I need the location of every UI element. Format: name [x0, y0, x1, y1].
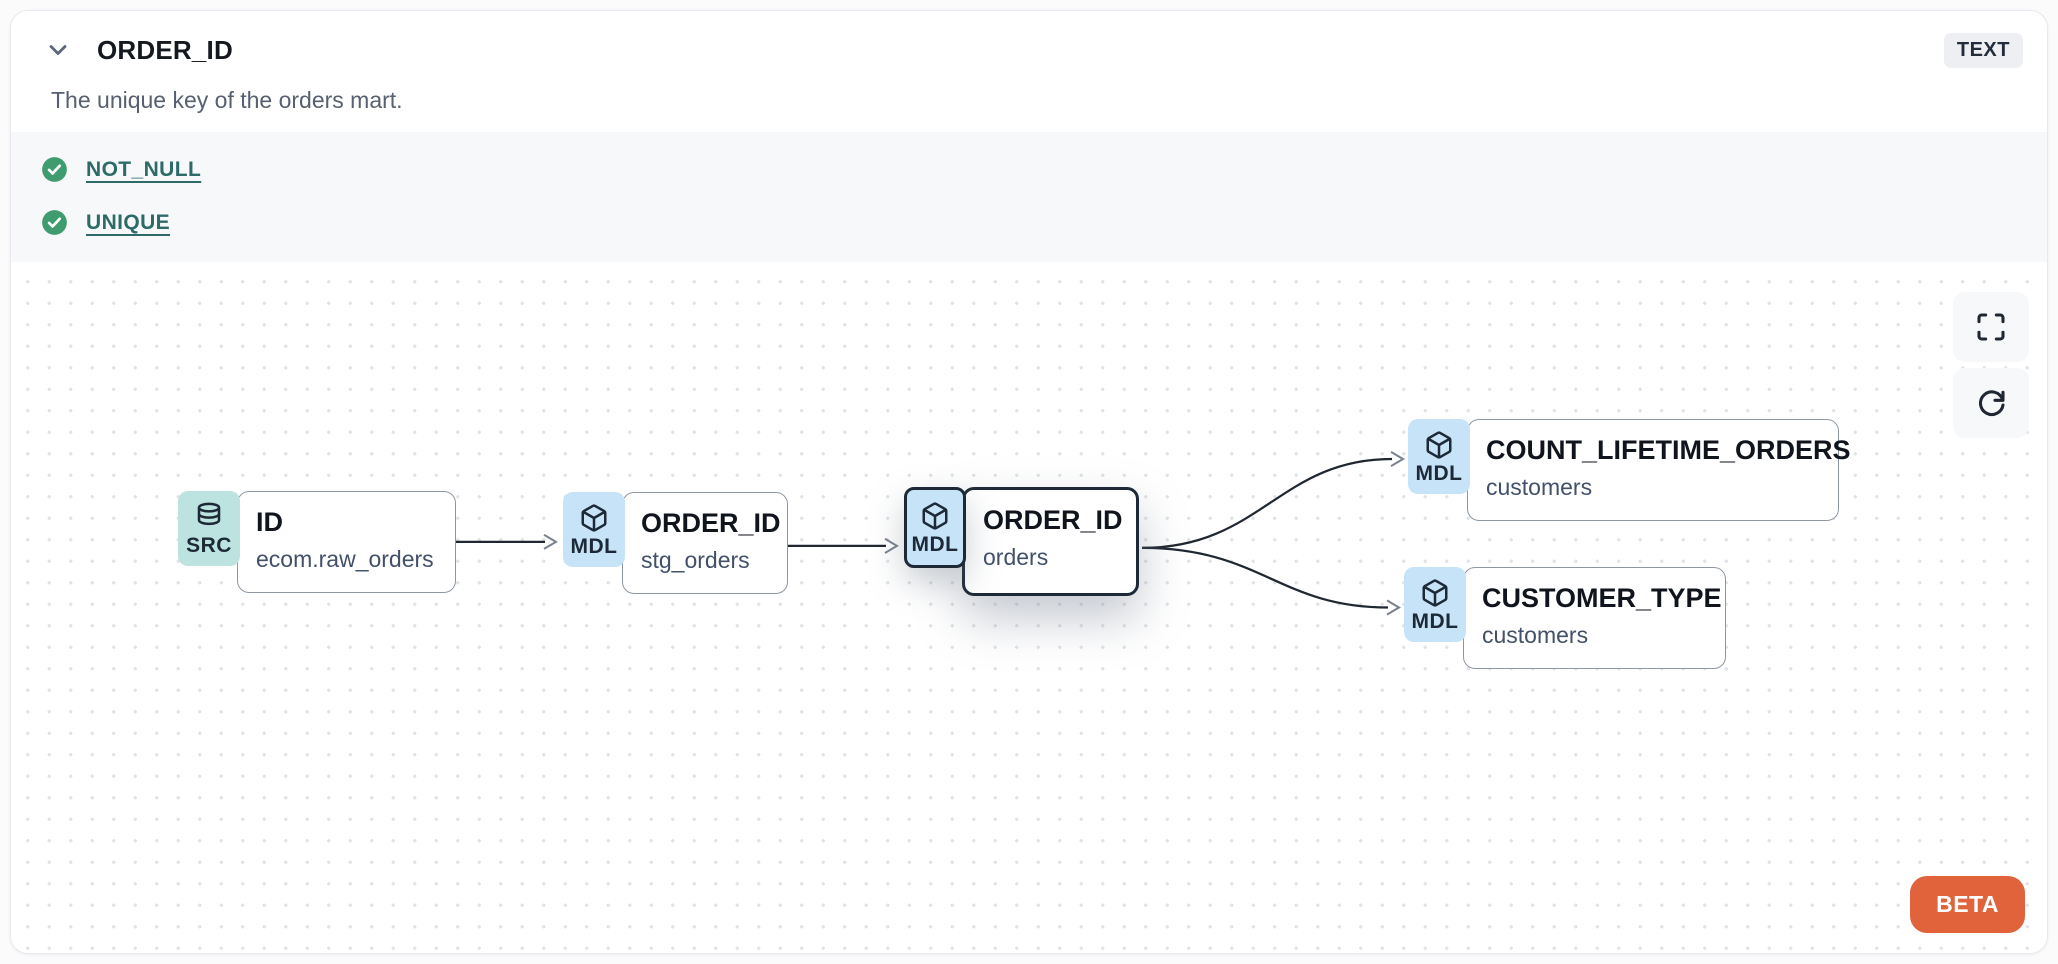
test-link-not-null[interactable]: NOT_NULL: [86, 157, 202, 181]
collapse-chevron-button[interactable]: [41, 33, 75, 67]
node-kind-label: MDL: [570, 534, 618, 558]
arrowhead: [1390, 451, 1405, 467]
test-row: NOT_NULL: [41, 156, 2047, 183]
node-subtitle: stg_orders: [641, 547, 750, 573]
lineage-node-count-lifetime-orders[interactable]: MDL COUNT_LIFETIME_ORDERS customers: [1408, 419, 1851, 521]
arrowhead: [884, 537, 899, 554]
fullscreen-button[interactable]: [1953, 292, 2029, 362]
node-card: CUSTOMER_TYPE customers: [1463, 567, 1726, 669]
node-kind-badge: MDL: [1404, 567, 1466, 642]
cube-icon: [1420, 578, 1450, 608]
column-description: The unique key of the orders mart.: [51, 87, 403, 113]
node-title: COUNT_LIFETIME_ORDERS: [1486, 435, 1851, 465]
node-card: ORDER_ID stg_orders: [622, 492, 788, 594]
lineage-node-id-raw-orders[interactable]: SRC ID ecom.raw_orders: [178, 491, 456, 593]
database-icon: [194, 502, 224, 532]
edge: [1141, 457, 1393, 550]
lineage-node-customer-type[interactable]: MDL CUSTOMER_TYPE customers: [1404, 567, 1726, 669]
node-kind-label: SRC: [186, 533, 232, 557]
node-kind-label: MDL: [1415, 461, 1463, 485]
check-circle-icon: [41, 209, 68, 236]
node-title: ORDER_ID: [641, 508, 781, 538]
tests-section: NOT_NULL UNIQUE: [11, 132, 2047, 262]
test-row: UNIQUE: [41, 209, 2047, 236]
test-link-unique[interactable]: UNIQUE: [86, 210, 171, 234]
lineage-node-order-id-orders[interactable]: MDL ORDER_ID orders: [904, 487, 1139, 596]
arrowhead: [1386, 599, 1401, 616]
column-details-panel: ORDER_ID TEXT The unique key of the orde…: [10, 10, 2048, 954]
node-kind-badge: MDL: [1408, 419, 1470, 494]
cube-icon: [579, 503, 609, 533]
refresh-button[interactable]: [1953, 368, 2029, 438]
node-title: ID: [256, 507, 283, 537]
node-subtitle: orders: [983, 544, 1049, 570]
cube-icon: [1424, 430, 1454, 460]
node-kind-label: MDL: [911, 532, 959, 556]
node-card: COUNT_LIFETIME_ORDERS customers: [1467, 419, 1851, 521]
fullscreen-icon: [1975, 311, 2007, 343]
chevron-down-icon: [44, 36, 72, 64]
column-type-badge: TEXT: [1943, 33, 2023, 68]
node-subtitle: customers: [1486, 474, 1593, 500]
node-kind-label: MDL: [1411, 609, 1459, 633]
check-circle-icon: [41, 156, 68, 183]
node-kind-badge: SRC: [178, 491, 240, 566]
node-kind-badge: MDL: [563, 492, 625, 567]
node-card: ID ecom.raw_orders: [237, 491, 456, 593]
node-subtitle: customers: [1482, 622, 1589, 648]
cube-icon: [920, 501, 950, 531]
node-card: ORDER_ID orders: [962, 487, 1139, 596]
column-title: ORDER_ID: [97, 34, 233, 65]
lineage-edges: [454, 451, 1405, 616]
beta-badge: BETA: [1910, 876, 2025, 933]
canvas-controls: [1953, 292, 2029, 438]
node-subtitle: ecom.raw_orders: [256, 546, 434, 572]
refresh-icon: [1975, 387, 2007, 419]
node-title: CUSTOMER_TYPE: [1482, 583, 1722, 613]
lineage-node-order-id-stg-orders[interactable]: MDL ORDER_ID stg_orders: [563, 492, 788, 594]
node-title: ORDER_ID: [983, 505, 1123, 535]
column-header: ORDER_ID TEXT The unique key of the orde…: [11, 11, 2047, 132]
arrowhead: [543, 533, 558, 550]
node-kind-badge: MDL: [904, 487, 966, 568]
lineage-canvas[interactable]: SRC ID ecom.raw_orders MDL ORDER_ID stg: [11, 262, 2047, 953]
edge: [1141, 546, 1389, 609]
